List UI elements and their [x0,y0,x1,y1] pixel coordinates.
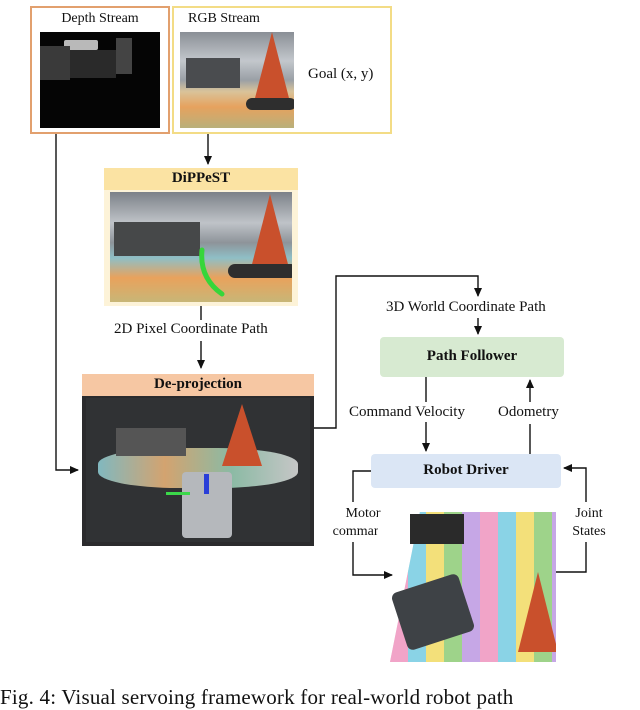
depth-object-left [40,46,70,80]
odometry-label: Odometry [498,404,559,420]
figure-caption: Fig. 4: Visual servoing framework for re… [0,685,514,709]
path-3d-label: 3D World Coordinate Path [386,299,546,315]
real-robot-photo [378,512,556,664]
predicted-path-line [199,247,225,297]
traffic-cone [254,32,290,102]
line-driver-to-motor [352,470,371,502]
robot-driver-box: Robot Driver [371,454,561,488]
rgb-stream-box: RGB Stream Goal (x, y) [172,6,392,134]
rgb-image [180,32,294,128]
pointcloud-box [116,428,186,456]
dippest-image [110,192,292,302]
rgb-stream-label: RGB Stream [188,11,260,26]
path-2d-label: 2D Pixel Coordinate Path [114,321,268,337]
pointcloud-cone [222,404,262,466]
depth-highlight [64,40,98,50]
arrow-depth-to-deprojection [55,134,79,474]
arrow-motor-to-robot [352,542,393,579]
command-velocity-label: Command Velocity [349,404,465,420]
dippest-title: DiPPeST [171,170,231,186]
dippest-header [104,168,298,190]
path-follower-label: Path Follower [426,348,518,364]
robot-blue-axis [204,474,209,494]
deprojection-header [82,374,314,396]
path-follower-box: Path Follower [380,337,564,377]
dippest-cone [250,194,290,272]
depth-object-right [116,38,132,74]
deprojection-box: De-projection [82,374,314,546]
pointcloud-image [86,398,310,542]
robot-driver-label: Robot Driver [423,462,509,478]
arrow-joint-to-driver [563,464,587,502]
photo-box-object [410,514,464,544]
depth-image [40,32,160,128]
photo-cone [518,572,556,652]
dippest-cone-base [228,264,292,278]
line-robot-to-joint [556,542,587,573]
deprojection-title: De-projection [153,376,243,392]
rgb-box-object [186,58,240,88]
robot-green-axis [166,492,190,495]
depth-stream-label: Depth Stream [61,11,139,26]
dippest-box-object [114,222,200,256]
depth-stream-box: Depth Stream [30,6,170,134]
joint-states-label: Joint States [562,505,616,541]
depth-object-mid [70,50,116,78]
cone-base [246,98,294,110]
dippest-box: DiPPeST [104,168,298,306]
predicted-path [199,247,225,297]
arrow-deprojection-to-3d [314,275,482,429]
goal-label: Goal (x, y) [308,66,374,82]
joint-states-text: Joint States [572,506,606,539]
